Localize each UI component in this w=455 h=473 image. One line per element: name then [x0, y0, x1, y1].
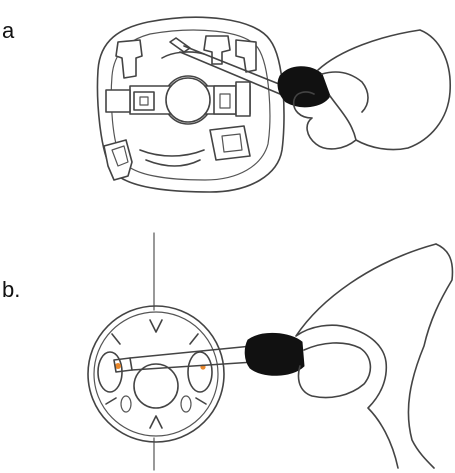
center-hole: [134, 364, 178, 408]
screwdriver-b-shaft-top: [130, 346, 252, 358]
right-hole: [188, 352, 212, 392]
knockout-tl: [112, 334, 120, 344]
hand-b: [296, 244, 452, 468]
screwdriver-handle-a: [278, 67, 330, 107]
step-b-illustration: [88, 233, 452, 470]
screwdriver-b-shaft-bottom: [132, 362, 254, 370]
knockout-br: [196, 398, 206, 404]
mounting-bar-square: [134, 92, 154, 110]
mounting-bar-left-tab: [106, 90, 130, 112]
lower-slot-2: [146, 160, 200, 166]
small-slot-right: [181, 396, 191, 412]
step-a-illustration: [98, 17, 451, 192]
top-left-clip: [116, 40, 142, 78]
lower-slot-1: [140, 150, 204, 156]
small-slot-left: [121, 396, 131, 412]
knockout-bl: [106, 398, 116, 404]
bottom-right-clip: [210, 126, 250, 160]
center-hub-front: [166, 78, 210, 122]
screwdriver-shaft-top: [184, 46, 284, 86]
screwdriver-handle-b: [245, 333, 304, 375]
mounting-bar-right-block: [214, 86, 236, 114]
knockout-top: [150, 320, 162, 332]
mounting-bar-right-tab: [236, 82, 250, 116]
knockout-tr: [190, 334, 198, 344]
knockout-bottom: [150, 416, 162, 428]
junction-box-outer: [88, 306, 224, 442]
screw-a: [170, 38, 190, 52]
